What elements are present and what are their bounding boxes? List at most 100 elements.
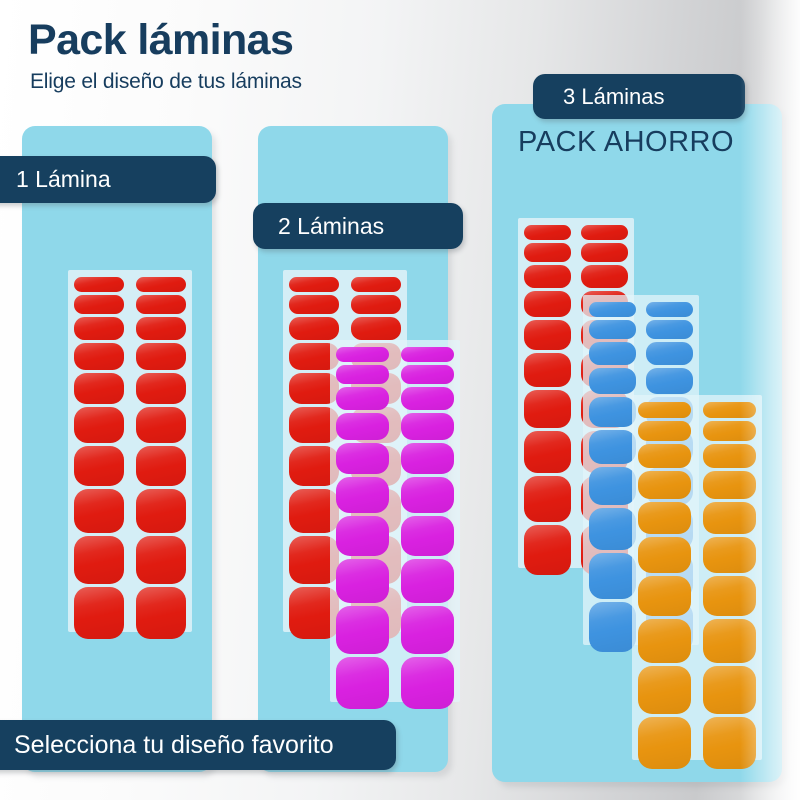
- sticker-row: [638, 666, 756, 714]
- nail-sticker: [74, 317, 125, 340]
- nail-sticker: [646, 320, 693, 339]
- nail-sticker: [524, 265, 571, 288]
- nail-sticker: [581, 243, 628, 262]
- page-title: Pack láminas: [28, 16, 294, 64]
- nail-sticker: [135, 295, 186, 314]
- nail-sticker: [589, 508, 636, 550]
- nail-sticker: [638, 502, 692, 534]
- sticker-row: [638, 471, 756, 499]
- nail-sticker: [702, 666, 756, 714]
- badge-1-lamina[interactable]: 1 Lámina: [0, 156, 216, 203]
- nail-sticker: [400, 365, 454, 384]
- sticker-row: [638, 402, 756, 418]
- sticker-row: [524, 243, 628, 262]
- nail-sticker: [524, 525, 571, 575]
- nail-sticker: [702, 421, 756, 441]
- nail-sticker: [135, 343, 186, 370]
- nail-sticker: [589, 553, 636, 599]
- nail-sticker: [336, 347, 390, 362]
- sticker-sheet-orange[interactable]: [632, 395, 762, 769]
- badge-3-laminas[interactable]: 3 Láminas: [533, 74, 745, 119]
- nail-sticker: [400, 657, 454, 709]
- nail-sticker: [289, 295, 340, 314]
- nail-sticker: [589, 602, 636, 652]
- sticker-row: [638, 537, 756, 573]
- nail-sticker: [74, 587, 125, 639]
- nail-sticker: [135, 446, 186, 486]
- nail-sticker: [702, 502, 756, 534]
- sticker-row: [336, 606, 454, 654]
- nail-sticker: [702, 537, 756, 573]
- sticker-row: [74, 446, 186, 486]
- nail-sticker: [135, 317, 186, 340]
- sticker-row: [524, 225, 628, 240]
- nail-sticker: [638, 717, 692, 769]
- sticker-row: [589, 302, 693, 317]
- nail-sticker: [135, 407, 186, 443]
- nail-sticker: [702, 576, 756, 616]
- nail-sticker: [646, 342, 693, 365]
- nail-sticker: [350, 277, 401, 292]
- nail-sticker: [74, 373, 125, 404]
- nail-sticker: [702, 402, 756, 418]
- sticker-row: [74, 587, 186, 639]
- nail-sticker: [638, 444, 692, 468]
- nail-sticker: [524, 320, 571, 350]
- sticker-sheet-magenta[interactable]: [330, 340, 460, 709]
- nail-sticker: [74, 536, 125, 584]
- nail-sticker: [135, 277, 186, 292]
- sticker-row: [336, 477, 454, 513]
- cta-banner[interactable]: Selecciona tu diseño favorito: [0, 720, 396, 770]
- nail-sticker: [524, 353, 571, 387]
- nail-sticker: [400, 559, 454, 603]
- sticker-row: [638, 444, 756, 468]
- sticker-row: [589, 342, 693, 365]
- sticker-row: [589, 320, 693, 339]
- nail-sticker: [400, 443, 454, 474]
- nail-sticker: [74, 295, 125, 314]
- sticker-row: [524, 265, 628, 288]
- nail-sticker: [400, 606, 454, 654]
- nail-sticker: [336, 365, 390, 384]
- nail-sticker: [74, 446, 125, 486]
- pack-ahorro-headline: PACK AHORRO: [518, 126, 735, 158]
- badge-label: 1 Lámina: [16, 166, 111, 192]
- nail-sticker: [74, 343, 125, 370]
- nail-sticker: [589, 368, 636, 394]
- sticker-row: [336, 347, 454, 362]
- nail-sticker: [702, 444, 756, 468]
- badge-2-laminas[interactable]: 2 Láminas: [253, 203, 463, 249]
- nail-sticker: [336, 413, 390, 440]
- nail-sticker: [638, 576, 692, 616]
- sticker-sheet-red[interactable]: [68, 270, 192, 639]
- sticker-row: [74, 295, 186, 314]
- nail-sticker: [135, 489, 186, 533]
- nail-sticker: [589, 397, 636, 427]
- sticker-row: [74, 277, 186, 292]
- nail-sticker: [524, 291, 571, 317]
- sticker-row: [336, 516, 454, 556]
- nail-sticker: [135, 373, 186, 404]
- nail-sticker: [646, 368, 693, 394]
- nail-sticker: [74, 277, 125, 292]
- sticker-row: [74, 489, 186, 533]
- sticker-row: [289, 277, 401, 292]
- nail-sticker: [289, 277, 340, 292]
- sticker-row: [74, 407, 186, 443]
- nail-sticker: [400, 516, 454, 556]
- sticker-row: [336, 413, 454, 440]
- sticker-row: [638, 717, 756, 769]
- sticker-row: [289, 295, 401, 314]
- sticker-sheet-red[interactable]: [518, 218, 634, 575]
- nail-sticker: [336, 657, 390, 709]
- sticker-row: [638, 421, 756, 441]
- nail-sticker: [702, 471, 756, 499]
- nail-sticker: [524, 225, 571, 240]
- nail-sticker: [589, 430, 636, 464]
- nail-sticker: [400, 387, 454, 410]
- sticker-row: [74, 373, 186, 404]
- nail-sticker: [589, 320, 636, 339]
- nail-sticker: [400, 477, 454, 513]
- nail-sticker: [638, 421, 692, 441]
